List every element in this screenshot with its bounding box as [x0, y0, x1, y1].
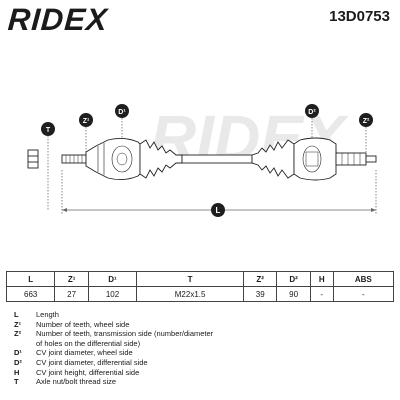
legend-key: Z¹: [14, 319, 22, 329]
axle-nut-drawing: [27, 149, 39, 169]
spec-value-ABS: -: [332, 286, 395, 302]
legend-item: Z¹ Number of teeth, wheel side: [14, 320, 394, 330]
legend-item: H CV joint height, differential side: [14, 368, 394, 378]
spec-header-ABS: ABS: [332, 271, 395, 287]
svg-text:Z¹: Z¹: [83, 118, 90, 125]
legend-key: T: [14, 377, 19, 387]
badge-L: L: [211, 203, 225, 217]
badge-D1: D¹: [115, 104, 129, 118]
legend-desc: Number of teeth, transmission side (numb…: [36, 329, 214, 339]
shaft-drawing: [27, 137, 377, 181]
spec-value-Z2: 39: [243, 286, 278, 302]
legend-desc: Number of teeth, wheel side: [36, 319, 130, 329]
axle-shaft: [181, 154, 253, 164]
spec-header-H: H: [309, 271, 334, 287]
spec-header-Z1: Z¹: [54, 271, 89, 287]
brand-logo: RIDEX: [6, 2, 110, 37]
svg-text:Z²: Z²: [363, 118, 370, 125]
differential-side-spline: [335, 152, 367, 166]
spec-value-Z1: 27: [54, 286, 89, 302]
spec-header-T: T: [136, 271, 245, 287]
legend-desc: Length: [36, 310, 59, 319]
legend-key: D²: [14, 357, 22, 367]
legend-key: D¹: [14, 348, 22, 358]
spec-header-D2: D²: [276, 271, 311, 287]
spec-header-D1: D¹: [87, 271, 138, 287]
badge-T: T: [41, 122, 55, 136]
legend-key: Z²: [14, 329, 22, 339]
legend-key: L: [14, 310, 19, 319]
legend-key: H: [14, 367, 20, 377]
spec-value-L: 663: [5, 286, 56, 302]
legend-desc: CV joint diameter, differential side: [36, 357, 148, 367]
drive-shaft-diagram: RIDEX: [27, 102, 377, 217]
legend-desc: CV joint diameter, wheel side: [36, 348, 133, 358]
svg-text:D²: D²: [308, 109, 316, 116]
spec-table: L Z¹ D¹ T Z² D² H ABS 663 27 102 M22x1.5…: [5, 271, 395, 302]
spec-header-Z2: Z²: [243, 271, 278, 287]
spec-table-value-row: 663 27 102 M22x1.5 39 90 - -: [5, 286, 395, 302]
svg-text:T: T: [46, 127, 51, 134]
part-number: 13D0753: [329, 8, 390, 25]
spec-value-H: -: [309, 286, 334, 302]
spec-value-D2: 90: [276, 286, 311, 302]
svg-text:D¹: D¹: [118, 109, 126, 116]
badge-D2: D²: [305, 104, 319, 118]
legend-item: of holes on the differential side): [14, 339, 394, 349]
legend-item: D² CV joint diameter, differential side: [14, 358, 394, 368]
leader-lines: [47, 118, 377, 215]
badge-Z2: Z²: [359, 113, 373, 127]
svg-text:L: L: [216, 206, 221, 215]
spec-table-header-row: L Z¹ D¹ T Z² D² H ABS: [5, 271, 395, 287]
header: RIDEX 13D0753: [0, 0, 400, 40]
legend-desc: CV joint height, differential side: [36, 367, 140, 377]
legend-item: L Length: [14, 310, 394, 320]
legend-item: Z² Number of teeth, transmission side (nu…: [14, 329, 394, 339]
spec-header-L: L: [5, 271, 56, 287]
badge-Z1: Z¹: [79, 113, 93, 127]
spec-value-D1: 102: [87, 286, 138, 302]
legend-item: T Axle nut/bolt thread size: [14, 377, 394, 387]
legend-item: D¹ CV joint diameter, wheel side: [14, 348, 394, 358]
spec-value-T: M22x1.5: [136, 286, 245, 302]
legend: L Length Z¹ Number of teeth, wheel side Z²…: [14, 310, 394, 387]
differential-side-cv-joint: [293, 137, 337, 181]
legend-desc: Axle nut/bolt thread size: [36, 377, 117, 387]
legend-key: [14, 339, 36, 349]
legend-desc: of holes on the differential side): [36, 338, 141, 348]
